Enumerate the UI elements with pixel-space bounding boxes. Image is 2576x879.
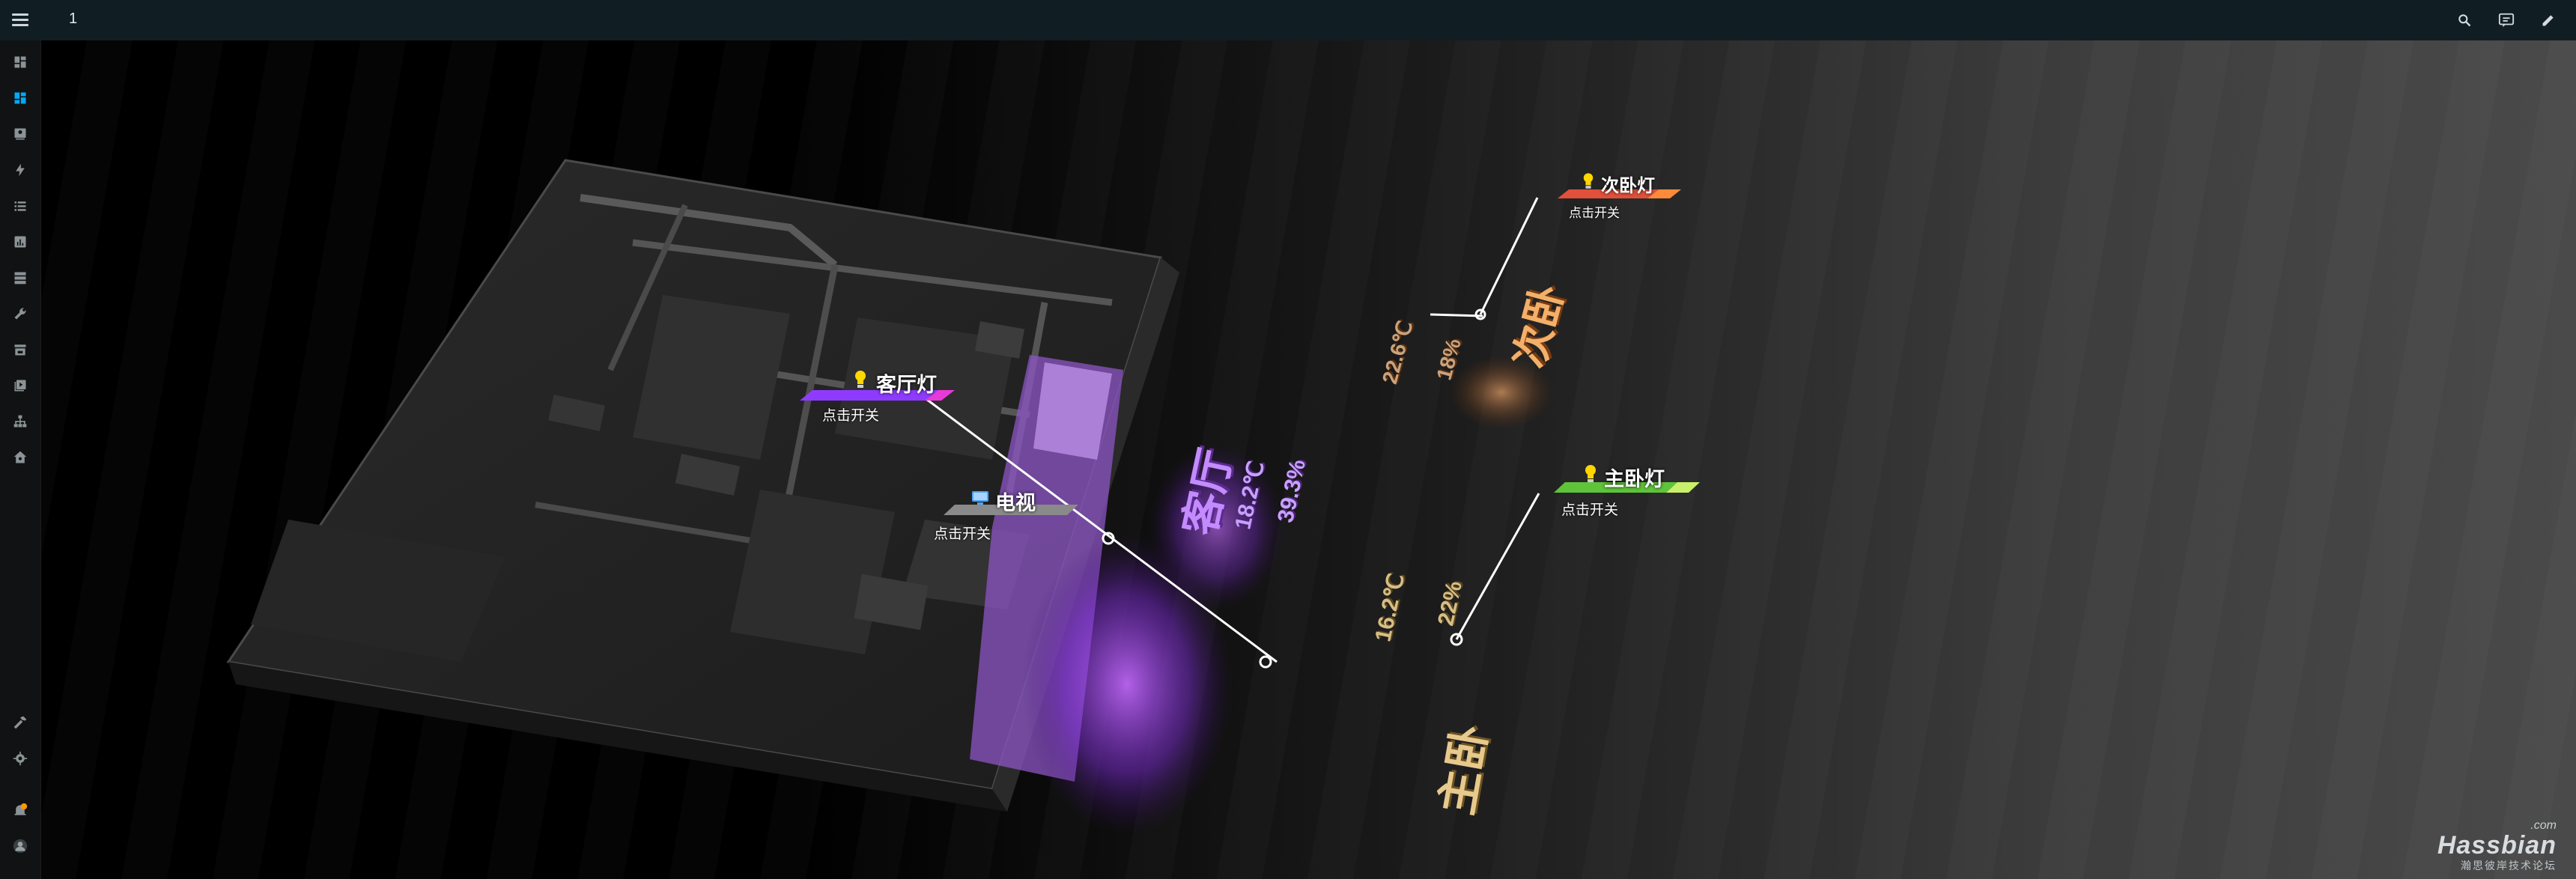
lightbulb-icon bbox=[854, 370, 867, 393]
master-light-ribbon bbox=[1554, 482, 1677, 493]
logbook-icon[interactable] bbox=[8, 122, 32, 146]
master-light-title: 主卧灯 bbox=[1604, 468, 1665, 490]
connector-node bbox=[1450, 633, 1463, 646]
home-assistant-icon[interactable] bbox=[8, 445, 32, 469]
edit-icon[interactable] bbox=[2537, 9, 2560, 31]
history-icon[interactable] bbox=[8, 230, 32, 254]
watermark-subtitle: 瀚思彼岸技术论坛 bbox=[2461, 860, 2557, 872]
dashboard-icon[interactable] bbox=[8, 86, 32, 110]
notifications-icon[interactable] bbox=[8, 798, 32, 822]
top-app-bar: 1 bbox=[0, 0, 2576, 40]
watermark-logo: .com Hassbian 瀚思彼岸技术论坛 bbox=[2437, 819, 2557, 873]
bedroom2-light-toggle-link[interactable]: 点击开关 bbox=[1569, 206, 1620, 220]
connector-node bbox=[1102, 532, 1115, 545]
top-actions bbox=[2453, 9, 2560, 31]
watermark-com: .com bbox=[2530, 819, 2557, 832]
store-icon[interactable] bbox=[8, 338, 32, 362]
floorplan-scene[interactable]: 客厅 18.2℃ 39.3% 次卧 22.6℃ 18% 主卧 16.2℃ 22%… bbox=[41, 40, 2576, 879]
bedroom2-light-tag[interactable]: 次卧灯 点击开关 bbox=[1554, 172, 1704, 232]
house-model bbox=[226, 159, 1284, 834]
watermark-brand: Hassbian bbox=[2437, 831, 2557, 860]
lightbulb-icon bbox=[1582, 172, 1594, 194]
living-light-toggle-link[interactable]: 点击开关 bbox=[822, 408, 880, 424]
list-icon[interactable] bbox=[8, 194, 32, 218]
page-title: 1 bbox=[69, 10, 78, 27]
tv-toggle-link[interactable]: 点击开关 bbox=[934, 526, 991, 542]
tv-tag[interactable]: 电视 点击开关 bbox=[932, 487, 1082, 562]
assist-icon[interactable] bbox=[2495, 9, 2518, 31]
living-light-title: 客厅灯 bbox=[876, 374, 937, 396]
energy-icon[interactable] bbox=[8, 158, 32, 182]
tv-ribbon bbox=[944, 505, 1078, 515]
master-light-toggle-link[interactable]: 点击开关 bbox=[1561, 502, 1619, 518]
living-light-ribbon bbox=[800, 390, 938, 401]
settings-icon[interactable] bbox=[8, 746, 32, 770]
connector-lines bbox=[917, 197, 1540, 669]
living-light-tag[interactable]: 客厅灯 点击开关 bbox=[816, 370, 966, 445]
lightbulb-icon bbox=[1584, 464, 1597, 487]
wrench-icon[interactable] bbox=[8, 302, 32, 326]
sidebar bbox=[0, 40, 41, 879]
network-icon[interactable] bbox=[8, 410, 32, 434]
media-icon[interactable] bbox=[8, 374, 32, 398]
connector-node bbox=[1259, 655, 1272, 669]
bedroom2-light-title: 次卧灯 bbox=[1601, 176, 1655, 196]
master-light-tag[interactable]: 主卧灯 点击开关 bbox=[1550, 464, 1715, 532]
user-avatar[interactable] bbox=[8, 834, 32, 858]
hammer-icon[interactable] bbox=[8, 711, 32, 734]
floorplan-render bbox=[226, 159, 1700, 834]
tv-title: 电视 bbox=[995, 492, 1036, 514]
search-icon[interactable] bbox=[2453, 9, 2476, 31]
tv-icon bbox=[971, 490, 989, 509]
server-icon[interactable] bbox=[8, 266, 32, 290]
connector-node bbox=[1474, 308, 1486, 320]
overview-icon[interactable] bbox=[8, 50, 32, 74]
menu-icon[interactable] bbox=[10, 10, 30, 30]
bedroom2-light-ribbon bbox=[1558, 189, 1659, 198]
